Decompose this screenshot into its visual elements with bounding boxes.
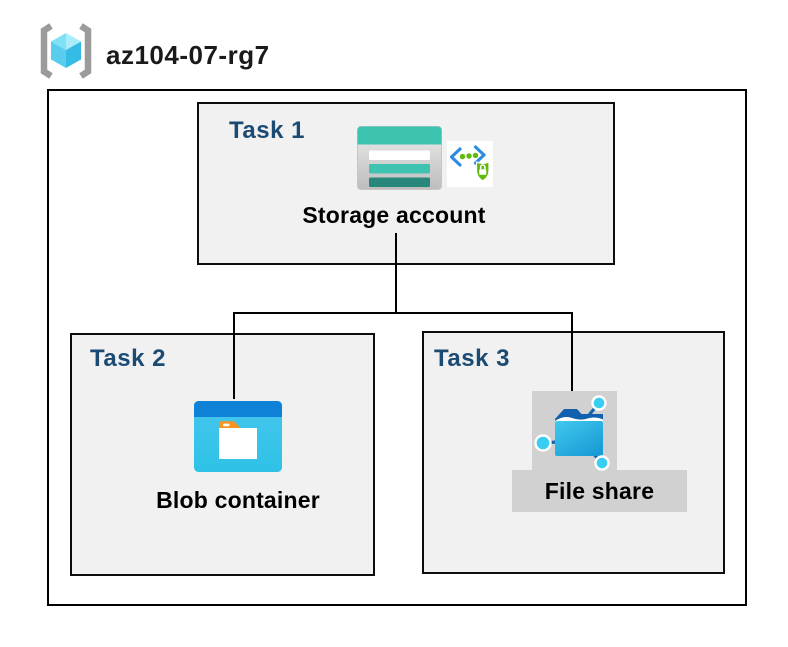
blob-container-icon (194, 401, 282, 472)
task2-box: Task 2 Blob container (70, 333, 375, 576)
resource-group-name: az104-07-rg7 (106, 40, 270, 70)
task2-label: Task 2 (90, 345, 166, 372)
connector-to-file-share (571, 312, 573, 391)
connector-to-blob-container (233, 312, 235, 399)
storage-account-icon (357, 126, 442, 190)
file-share-label: File share (544, 477, 655, 504)
storage-account-label: Storage account (302, 202, 486, 228)
connector-storage-down (395, 233, 397, 313)
blob-container-label: Blob container (156, 487, 320, 513)
task3-label: Task 3 (434, 345, 510, 372)
connector-branch-horizontal (233, 312, 573, 314)
sas-security-badge-icon (447, 141, 493, 187)
task1-box: Task 1 (197, 102, 615, 265)
task3-box: Task 3 File share (422, 331, 725, 574)
file-share-label-band: File share (512, 470, 687, 512)
task1-label: Task 1 (229, 117, 305, 144)
resource-group-icon (36, 22, 96, 80)
file-share-icon (533, 393, 617, 471)
